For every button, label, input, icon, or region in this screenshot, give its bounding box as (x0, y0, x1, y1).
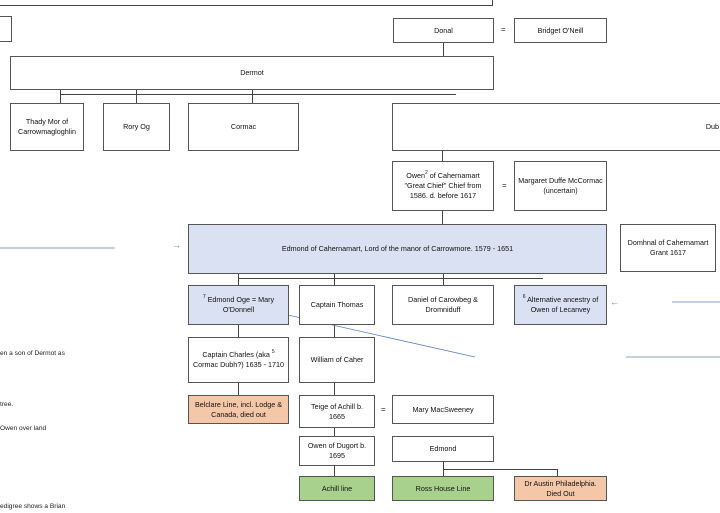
arrow-right-icon: → (172, 240, 181, 250)
connector (442, 151, 443, 162)
connector (334, 466, 335, 476)
side-note: edigree shows a Brian (0, 503, 66, 510)
connector (334, 428, 335, 437)
person-thady-mor: Thady Mor of Carrowmagloghlin (10, 103, 84, 151)
connector (238, 278, 543, 279)
arrow-left-icon: ← (610, 297, 619, 307)
marriage-sign: = (502, 181, 507, 190)
connector (557, 469, 558, 476)
edmond-oge-text: 7 Edmond Oge = Mary O'Donnell (202, 294, 275, 314)
marriage-sign: = (381, 405, 386, 414)
connector (0, 5, 493, 6)
connector (443, 469, 557, 470)
connector (238, 383, 239, 395)
connector (60, 89, 61, 103)
person-margaret-duffe: Margaret Duffe McCormac (uncertain) (514, 161, 607, 211)
side-note: Owen over land (0, 425, 47, 432)
connector (334, 273, 335, 285)
person-edmond-cahernamart: Edmond of Cahernamart, Lord of the manor… (188, 224, 607, 274)
connector (334, 383, 335, 395)
line-dr-austin: Dr Austin Philadelphia. Died Out (514, 476, 607, 501)
owen-text: Owen2 of Cahernamart "Great Chief" Chief… (404, 170, 482, 200)
person-owen-dugort: Owen of Dugort b. 1695 (299, 436, 375, 466)
person-mary-macsweeney: Mary MacSweeney (392, 395, 494, 424)
person-bridget-oneill: Bridget O'Neill (514, 18, 607, 43)
alternative-text: 6 Alternative ancestry of Owen of Lecanv… (522, 294, 599, 314)
line-ross-house: Ross House Line (392, 476, 494, 501)
connector (443, 462, 444, 469)
person-captain-thomas: Captain Thomas (299, 285, 375, 325)
side-note: en a son of Dermot as (0, 350, 65, 357)
person-owen-cahernamart: Owen2 of Cahernamart "Great Chief" Chief… (392, 161, 494, 211)
connector (442, 211, 443, 224)
connector (60, 94, 456, 95)
connector (334, 325, 335, 337)
person-donal: Donal (393, 18, 494, 43)
person-domhnal: Domhnal of Cahernamart Grant 1617 (620, 224, 716, 272)
connector (443, 273, 444, 285)
connector (443, 469, 444, 476)
connector (252, 89, 253, 103)
connector (238, 325, 239, 337)
person-rory-og: Rory Og (103, 103, 170, 151)
left-edge-box (0, 16, 12, 42)
connector (492, 0, 493, 6)
person-cormac: Cormac (188, 103, 299, 151)
alternative-ancestry-box: 6 Alternative ancestry of Owen of Lecanv… (514, 285, 607, 325)
person-dermot: Dermot (10, 56, 494, 90)
person-dub-partial: Dub (392, 103, 720, 151)
person-daniel: Daniel of Carowbeg & Dromniduff (392, 285, 494, 325)
person-captain-charles: Captain Charles (aka 5 Cormac Dubh?) 163… (188, 337, 289, 383)
person-william-caher: William of Caher (299, 337, 375, 383)
line-achill: Achill line (299, 476, 375, 501)
connector (136, 89, 137, 103)
connector (238, 273, 239, 285)
captain-charles-text: Captain Charles (aka 5 Cormac Dubh?) 163… (192, 349, 285, 369)
person-dub-label: Dub (705, 122, 719, 132)
marriage-sign: = (501, 25, 506, 34)
side-note: tree. (0, 401, 14, 408)
line-belclare: Belclare Line, incl. Lodge & Canada, die… (188, 395, 289, 424)
person-edmond: Edmond (392, 436, 494, 462)
connector (443, 42, 444, 56)
person-edmond-oge: 7 Edmond Oge = Mary O'Donnell (188, 285, 289, 325)
person-teige-achill: Teige of Achill b. 1665 (299, 395, 375, 428)
